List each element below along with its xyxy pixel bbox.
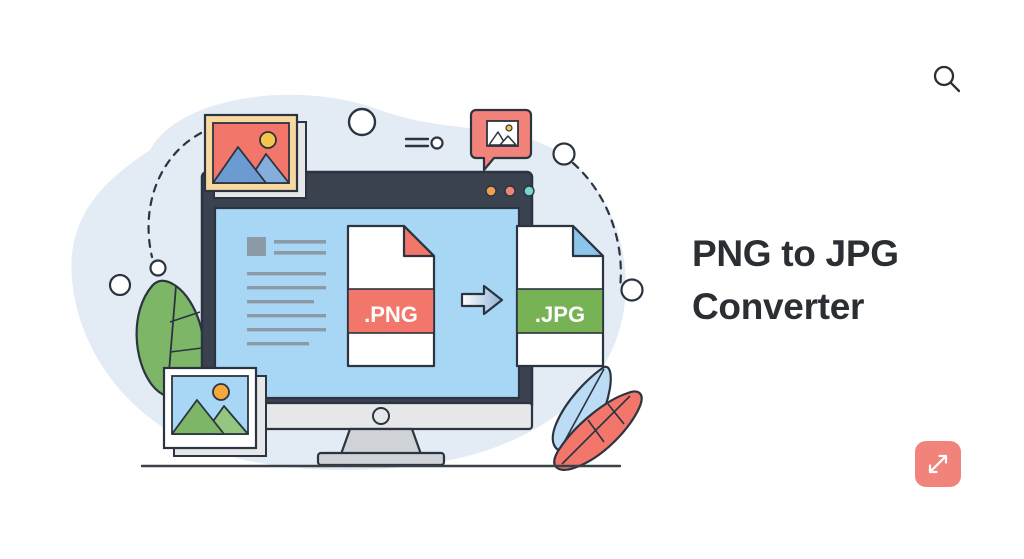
monitor-power-button bbox=[372, 407, 390, 425]
photo-sun bbox=[259, 131, 277, 149]
decor-circle-top-right bbox=[552, 142, 576, 166]
expand-icon bbox=[928, 454, 948, 474]
page-title: PNG to JPG Converter bbox=[692, 228, 992, 333]
dashed-arc-right bbox=[571, 161, 622, 290]
convert-arrow-icon bbox=[460, 284, 504, 316]
leaves-right bbox=[551, 365, 643, 471]
image-message-bubble bbox=[469, 108, 533, 172]
dot-salmon bbox=[504, 185, 516, 197]
photo-mountain-front bbox=[171, 399, 225, 435]
mock-line bbox=[247, 286, 326, 290]
decor-circle-top bbox=[347, 107, 377, 137]
decor-circle-right bbox=[620, 278, 644, 302]
file-png-band bbox=[347, 288, 435, 334]
page-title-line-1: PNG to JPG bbox=[692, 233, 899, 274]
monitor-base bbox=[316, 451, 446, 467]
file-jpg-band bbox=[516, 288, 604, 334]
screen-sidebar-mock bbox=[247, 237, 326, 346]
photo-mountain-front bbox=[212, 146, 267, 184]
decor-circle-small-left bbox=[149, 259, 167, 277]
dashed-arc-left bbox=[147, 131, 203, 259]
monitor: .PNG .JPG bbox=[200, 170, 605, 467]
file-jpg-label: .JPG bbox=[535, 302, 585, 327]
mock-line bbox=[247, 272, 326, 276]
mock-thumbnail bbox=[247, 237, 266, 256]
file-png-label: .PNG bbox=[364, 302, 418, 327]
mock-line bbox=[247, 342, 309, 346]
file-png: .PNG bbox=[346, 224, 436, 368]
decor-circle-left bbox=[108, 273, 132, 297]
search-icon[interactable] bbox=[930, 63, 964, 97]
page-title-line-2: Converter bbox=[692, 285, 865, 327]
decoration-group bbox=[108, 107, 644, 302]
mock-line bbox=[247, 314, 326, 318]
png-to-jpg-illustration: .PNG .JPG bbox=[71, 94, 644, 471]
expand-button[interactable] bbox=[915, 441, 961, 487]
mock-line bbox=[247, 328, 326, 332]
photo-card-bottom bbox=[162, 366, 267, 457]
equals-circle-mark bbox=[404, 136, 444, 150]
dot-teal bbox=[523, 185, 535, 197]
mock-line bbox=[247, 300, 314, 304]
file-jpg: .JPG bbox=[515, 224, 605, 368]
dot-orange bbox=[485, 185, 497, 197]
photo-card-top bbox=[203, 113, 307, 199]
photo-sun bbox=[212, 383, 230, 401]
